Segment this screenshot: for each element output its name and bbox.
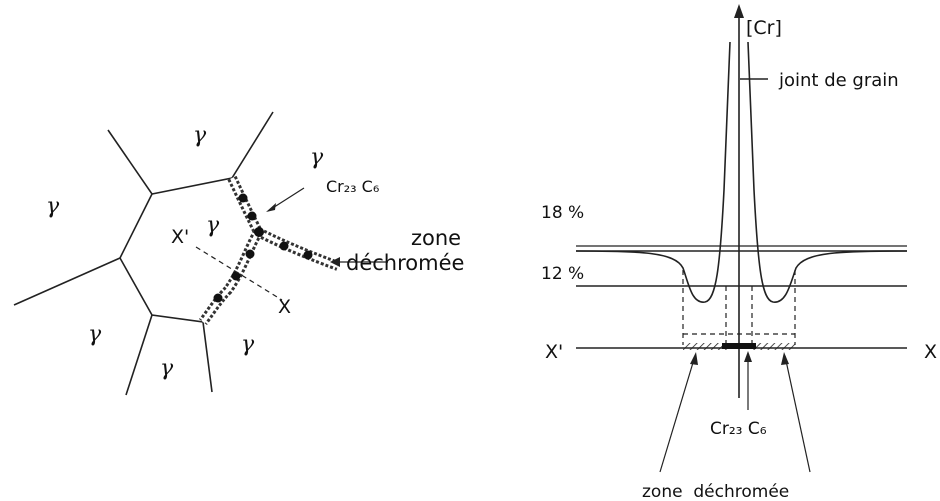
- chromium-profile-diagram: [Cr] 18 % 12 % joint de grain X' X: [541, 4, 937, 501]
- grain-label: γ: [160, 356, 174, 381]
- grain-label: γ: [46, 194, 60, 219]
- level-high-label: 18 %: [541, 203, 584, 223]
- section-line: [195, 246, 283, 301]
- grain-structure-diagram: γ γ γ γ γ γ γ Cr₂₃ C₆ zone déchromée X' …: [13, 111, 464, 396]
- carbide-precipitates: [213, 193, 313, 303]
- depleted-zone-label-right: zone déchromée: [642, 482, 789, 501]
- carbide-gamma-label: γ: [310, 145, 324, 170]
- zone-pointer-left: [659, 355, 696, 473]
- grain-boundaries: [13, 111, 274, 396]
- axis-end-label: X: [924, 341, 937, 363]
- level-low-label: 12 %: [541, 264, 584, 284]
- axis-start-label: X': [545, 341, 563, 363]
- section-start-label: X': [171, 226, 189, 248]
- depleted-zone-right: [752, 343, 795, 350]
- depleted-zone-label-line1: zone: [411, 226, 461, 250]
- grain-label: γ: [88, 322, 102, 347]
- grain-boundary-label: joint de grain: [778, 70, 899, 91]
- concentration-profile: [575, 41, 731, 303]
- depleted-zone-left: [683, 343, 727, 350]
- depleted-zone-label-line2: déchromée: [346, 251, 464, 275]
- decorated-boundaries: [198, 175, 340, 325]
- cr-axis-label: [Cr]: [746, 17, 782, 39]
- carbide-label-right: Cr₂₃ C₆: [710, 419, 767, 439]
- carbide-label: Cr₂₃ C₆: [326, 177, 379, 196]
- grain-label: γ: [193, 123, 207, 148]
- carbide-band: [722, 343, 756, 349]
- zone-pointer-right: [784, 355, 811, 473]
- grain-label: γ: [241, 332, 255, 357]
- section-end-label: X: [278, 296, 291, 318]
- grain-label: γ: [206, 213, 220, 238]
